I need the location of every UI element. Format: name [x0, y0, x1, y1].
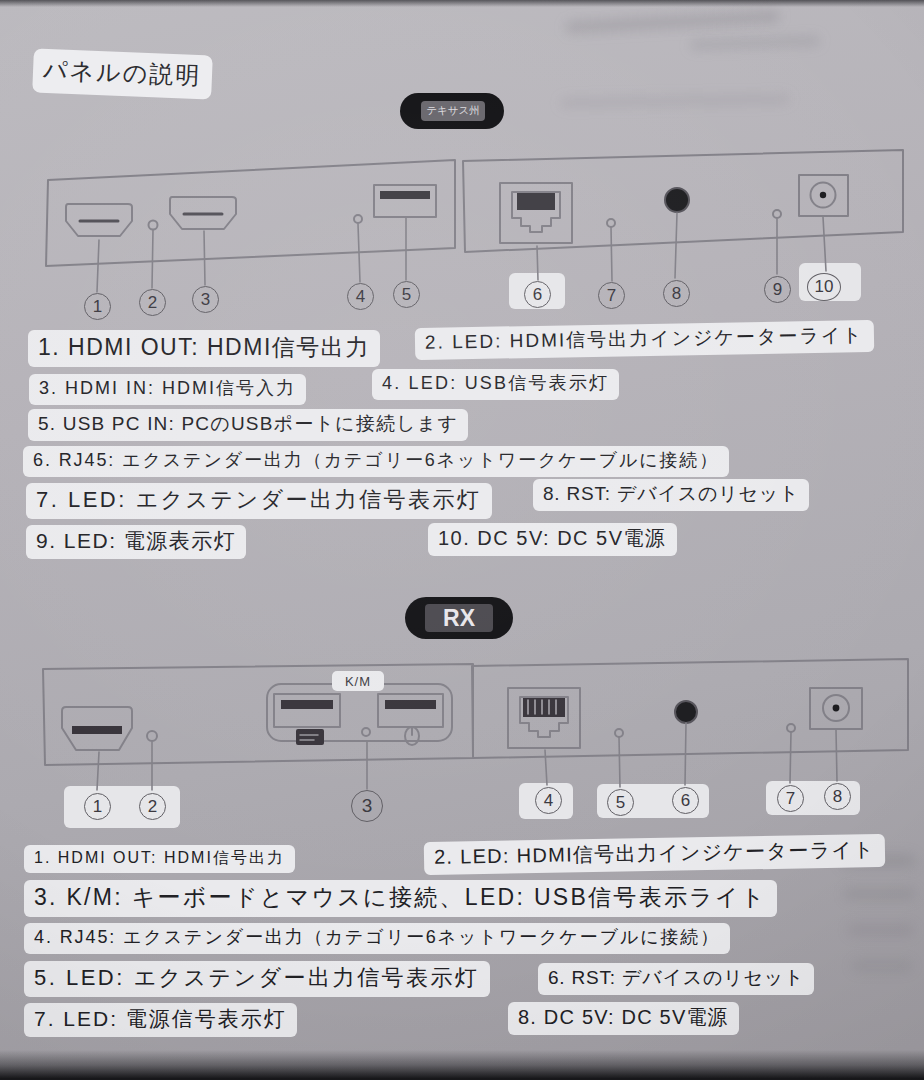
tx-usb-led [354, 215, 362, 223]
rx-callout-2: 2 [139, 793, 166, 820]
tx-label-9: 9. LED: 電源表示灯 [26, 525, 246, 559]
leader-line [619, 737, 620, 787]
leader-line [204, 231, 205, 285]
rx-callout-6: 6 [672, 787, 699, 814]
rx-usb-mouse-tongue [385, 700, 436, 709]
rx-badge-label: RX [425, 604, 493, 632]
rx-badge: RX [405, 597, 513, 639]
rx-callout-5: 5 [607, 789, 634, 816]
tx-label-3: 3. HDMI IN: HDMI信号入力 [29, 374, 306, 405]
rx-power-led [787, 724, 795, 732]
rx-extender-led [615, 729, 623, 737]
tx-callout-5: 5 [393, 281, 420, 308]
page-title: パネルの説明 [32, 48, 213, 99]
rx-callout-4: 4 [535, 787, 562, 814]
tx-dc-jack-pin [820, 192, 826, 198]
leader-line [675, 213, 677, 278]
rx-label-7: 7. LED: 電源信号表示灯 [24, 1003, 297, 1037]
rx-label-8: 8. DC 5V: DC 5V電源 [508, 1002, 739, 1035]
rx-rj45-pins [523, 698, 565, 717]
rx-usb-led [362, 728, 370, 736]
rx-hdmi-out-slot [72, 726, 122, 734]
tx-label-5: 5. USB PC IN: PCのUSBポートに接続します [28, 409, 468, 441]
rx-label-3: 3. K/M: キーボードとマウスに接続、LED: USB信号表示ライト [24, 880, 777, 917]
rx-km-bracket [267, 684, 452, 741]
rx-callout-7: 7 [777, 785, 804, 812]
tx-callout-2: 2 [139, 289, 166, 316]
tx-badge: テキサス州 [400, 93, 504, 129]
rx-rst-button [675, 701, 697, 723]
leader-line [823, 217, 826, 271]
rx-callout-3: 3 [351, 790, 383, 822]
tx-label-6: 6. RJ45: エクステンダー出力（カテゴリー6ネットワークケーブルに接続） [23, 446, 729, 477]
tx-power-led [773, 210, 781, 218]
rx-callout-1: 1 [84, 793, 111, 820]
tx-label-8: 8. RST: デバイスのリセット [533, 479, 809, 511]
rx-dc-jack-pin [833, 705, 840, 712]
tx-extender-led [607, 219, 615, 227]
rx-usb-mouse-port [378, 694, 443, 727]
tx-label-7: 7. LED: エクステンダー出力信号表示灯 [26, 483, 492, 519]
km-label: K/M [332, 671, 384, 691]
leader-line [836, 730, 837, 781]
photo-bottom-edge [0, 1050, 924, 1080]
leader-line [611, 227, 612, 281]
tx-callout-4: 4 [347, 283, 374, 310]
rx-label-6: 6. RST: デバイスのリセット [538, 963, 814, 995]
keyboard-icon [296, 729, 324, 745]
leader-line [537, 246, 538, 280]
tx-callout-1: 1 [84, 293, 111, 320]
tx-label-4: 4. LED: USB信号表示灯 [372, 369, 619, 400]
tx-rj45-pins [517, 193, 555, 210]
leader-line [685, 723, 686, 785]
photo-top-edge [0, 0, 924, 7]
rx-label-4: 4. RJ45: エクステンダー出力（カテゴリー6ネットワークケーブルに接続） [24, 923, 730, 954]
rx-label-1: 1. HDMI OUT: HDMI信号出力 [24, 845, 295, 873]
rx-usb-keyboard-port [274, 694, 340, 727]
tx-panel-left-outline [46, 160, 455, 266]
leader-line [545, 750, 547, 785]
tx-usb-port [374, 185, 436, 217]
tx-callout-9: 9 [764, 276, 791, 303]
leader-line [97, 240, 99, 292]
tx-rst-button [665, 188, 689, 212]
tx-callout-10: 10 [807, 273, 841, 301]
tx-callout-3: 3 [192, 286, 219, 313]
rx-callout-8: 8 [824, 783, 851, 810]
rx-label-5: 5. LED: エクステンダー出力信号表示灯 [24, 961, 490, 997]
tx-label-1: 1. HDMI OUT: HDMI信号出力 [28, 330, 380, 367]
leader-line [358, 224, 360, 282]
tx-label-10: 10. DC 5V: DC 5V電源 [428, 523, 677, 556]
leader-line [152, 230, 153, 288]
tx-usb-tongue [380, 191, 430, 199]
rx-usb-keyboard-tongue [281, 700, 333, 709]
tx-callout-7: 7 [598, 282, 625, 309]
tx-badge-label: テキサス州 [421, 101, 485, 121]
tx-callout-6: 6 [524, 281, 551, 308]
rx-hdmi-led [147, 731, 157, 741]
leader-line [790, 732, 791, 783]
tx-callout-8: 8 [663, 280, 690, 307]
leader-line [97, 752, 99, 790]
tx-hdmi-led [149, 221, 158, 230]
